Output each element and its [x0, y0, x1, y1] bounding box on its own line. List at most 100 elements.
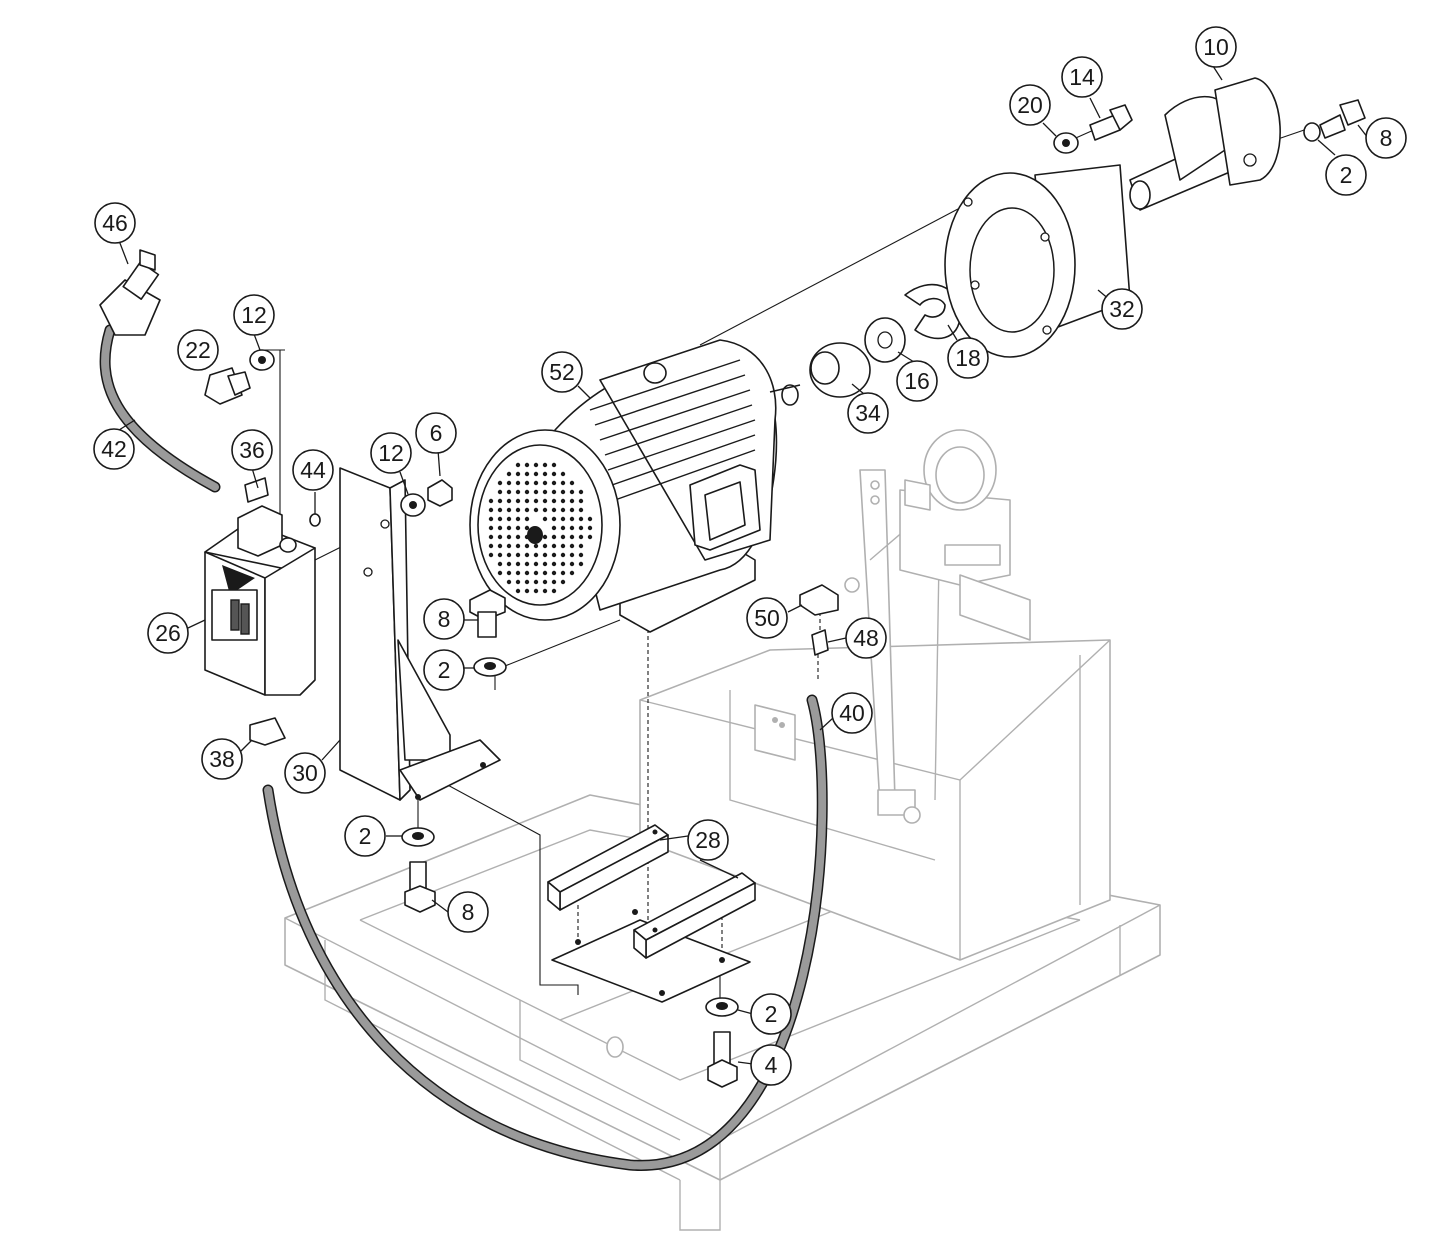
grille-hole	[524, 480, 530, 486]
grille-hole	[515, 579, 521, 585]
grille-hole	[533, 579, 539, 585]
grille-hole	[524, 471, 530, 477]
callout-label: 52	[549, 359, 575, 385]
grille-hole	[578, 516, 584, 522]
grille-hole	[488, 507, 494, 513]
callout-12-top: 12	[233, 294, 275, 336]
grille-hole	[551, 471, 557, 477]
callout-label: 42	[101, 436, 127, 462]
callout-label: 48	[853, 625, 879, 651]
grille-hole	[488, 525, 494, 531]
grille-hole	[497, 516, 503, 522]
grille-hole	[542, 498, 548, 504]
callout-label: 34	[855, 400, 881, 426]
callout-label: 8	[462, 899, 475, 925]
callout-label: 2	[765, 1001, 778, 1027]
callout-2-right: 2	[1325, 154, 1367, 196]
callout-label: 16	[904, 368, 930, 394]
grille-hole	[506, 516, 512, 522]
grille-hole	[515, 462, 521, 468]
callout-16: 16	[896, 360, 938, 402]
callout-label: 12	[378, 440, 404, 466]
callout-2-upper: 2	[423, 649, 465, 691]
callout-48: 48	[845, 617, 887, 659]
grille-hole	[542, 480, 548, 486]
grille-hole	[542, 561, 548, 567]
callout-label: 8	[438, 606, 451, 632]
grille-hole	[488, 534, 494, 540]
grille-hole	[506, 552, 512, 558]
grille-hole	[551, 534, 557, 540]
cables	[99, 249, 828, 1171]
motor-fan-grille	[488, 462, 593, 594]
callout-label: 18	[955, 345, 981, 371]
hardware	[204, 99, 1366, 1088]
callout-label: 28	[695, 827, 721, 853]
control-box-26	[204, 505, 316, 696]
grille-hole	[524, 462, 530, 468]
callout-label: 50	[754, 605, 780, 631]
grille-hole	[578, 507, 584, 513]
grille-hole	[506, 543, 512, 549]
grille-hole	[569, 480, 575, 486]
grille-hole	[488, 516, 494, 522]
grille-hole	[551, 498, 557, 504]
grille-hole	[524, 525, 530, 531]
grille-hole	[515, 543, 521, 549]
grille-hole	[542, 462, 548, 468]
grille-hole	[506, 489, 512, 495]
grille-hole	[533, 498, 539, 504]
grille-hole	[497, 561, 503, 567]
grille-hole	[497, 570, 503, 576]
callout-label: 22	[185, 337, 211, 363]
grille-hole	[542, 534, 548, 540]
grille-hole	[578, 534, 584, 540]
grille-hole	[542, 543, 548, 549]
callout-label: 2	[359, 823, 372, 849]
callout-2-left: 2	[344, 815, 386, 857]
grille-hole	[569, 516, 575, 522]
callout-42: 42	[93, 428, 135, 470]
grille-hole	[569, 498, 575, 504]
grille-hole	[551, 552, 557, 558]
grille-hole	[560, 516, 566, 522]
grille-hole	[506, 561, 512, 567]
grille-hole	[524, 489, 530, 495]
callout-2-bottom: 2	[750, 993, 792, 1035]
grille-hole	[506, 498, 512, 504]
callout-label: 32	[1109, 296, 1135, 322]
grille-hole	[524, 579, 530, 585]
grille-hole	[542, 588, 548, 594]
grille-hole	[551, 516, 557, 522]
grille-hole	[533, 570, 539, 576]
grille-hole	[560, 507, 566, 513]
grille-hole	[542, 516, 548, 522]
grille-hole	[515, 480, 521, 486]
grille-hole	[578, 498, 584, 504]
callout-34: 34	[847, 392, 889, 434]
grille-hole	[551, 579, 557, 585]
callout-22: 22	[177, 329, 219, 371]
callout-20: 20	[1009, 84, 1051, 126]
grille-hole	[533, 507, 539, 513]
grille-hole	[533, 588, 539, 594]
grille-hole	[542, 507, 548, 513]
callout-30: 30	[284, 752, 326, 794]
grille-hole	[515, 489, 521, 495]
grille-hole	[497, 543, 503, 549]
callout-12-mid: 12	[370, 432, 412, 474]
grille-hole	[533, 480, 539, 486]
callout-label: 8	[1380, 125, 1393, 151]
grille-hole	[542, 552, 548, 558]
callout-40: 40	[831, 692, 873, 734]
grille-hole	[569, 507, 575, 513]
grille-hole	[506, 507, 512, 513]
grille-hole	[551, 507, 557, 513]
grille-hole	[515, 507, 521, 513]
callout-18: 18	[947, 337, 989, 379]
callout-label: 38	[209, 746, 235, 772]
adapter-flange-32	[944, 164, 1131, 358]
grille-hole	[551, 543, 557, 549]
callout-36: 36	[231, 429, 273, 471]
